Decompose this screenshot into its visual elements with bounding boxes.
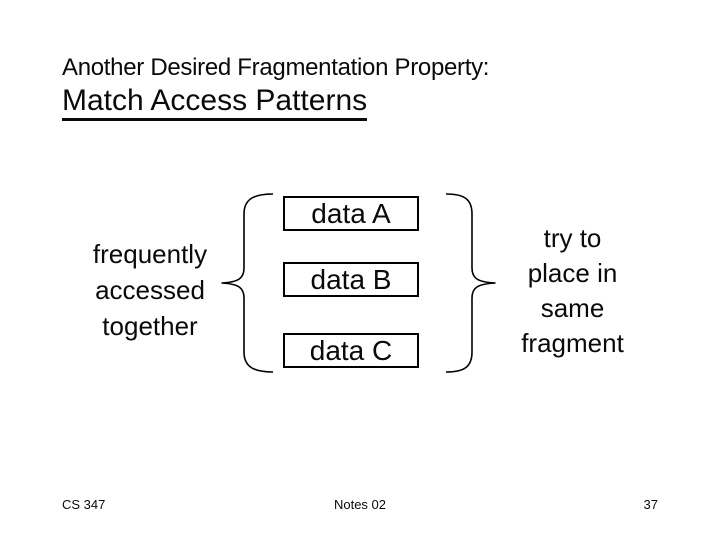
- right-label: try to place in same fragment: [521, 223, 624, 358]
- footer-page-number: 37: [643, 497, 658, 512]
- left-brace: [221, 193, 274, 373]
- footer-course: CS 347: [62, 497, 106, 512]
- right-brace: [445, 193, 496, 373]
- data-box-b: data B: [283, 262, 419, 297]
- data-box-a: data A: [283, 196, 419, 231]
- data-box-c: data C: [283, 333, 419, 368]
- slide-title: Match Access Patterns: [62, 85, 368, 121]
- left-label: frequently accessed together: [92, 239, 208, 341]
- footer-notes: Notes 02: [333, 497, 387, 512]
- slide-kicker: Another Desired Fragmentation Property:: [62, 54, 490, 81]
